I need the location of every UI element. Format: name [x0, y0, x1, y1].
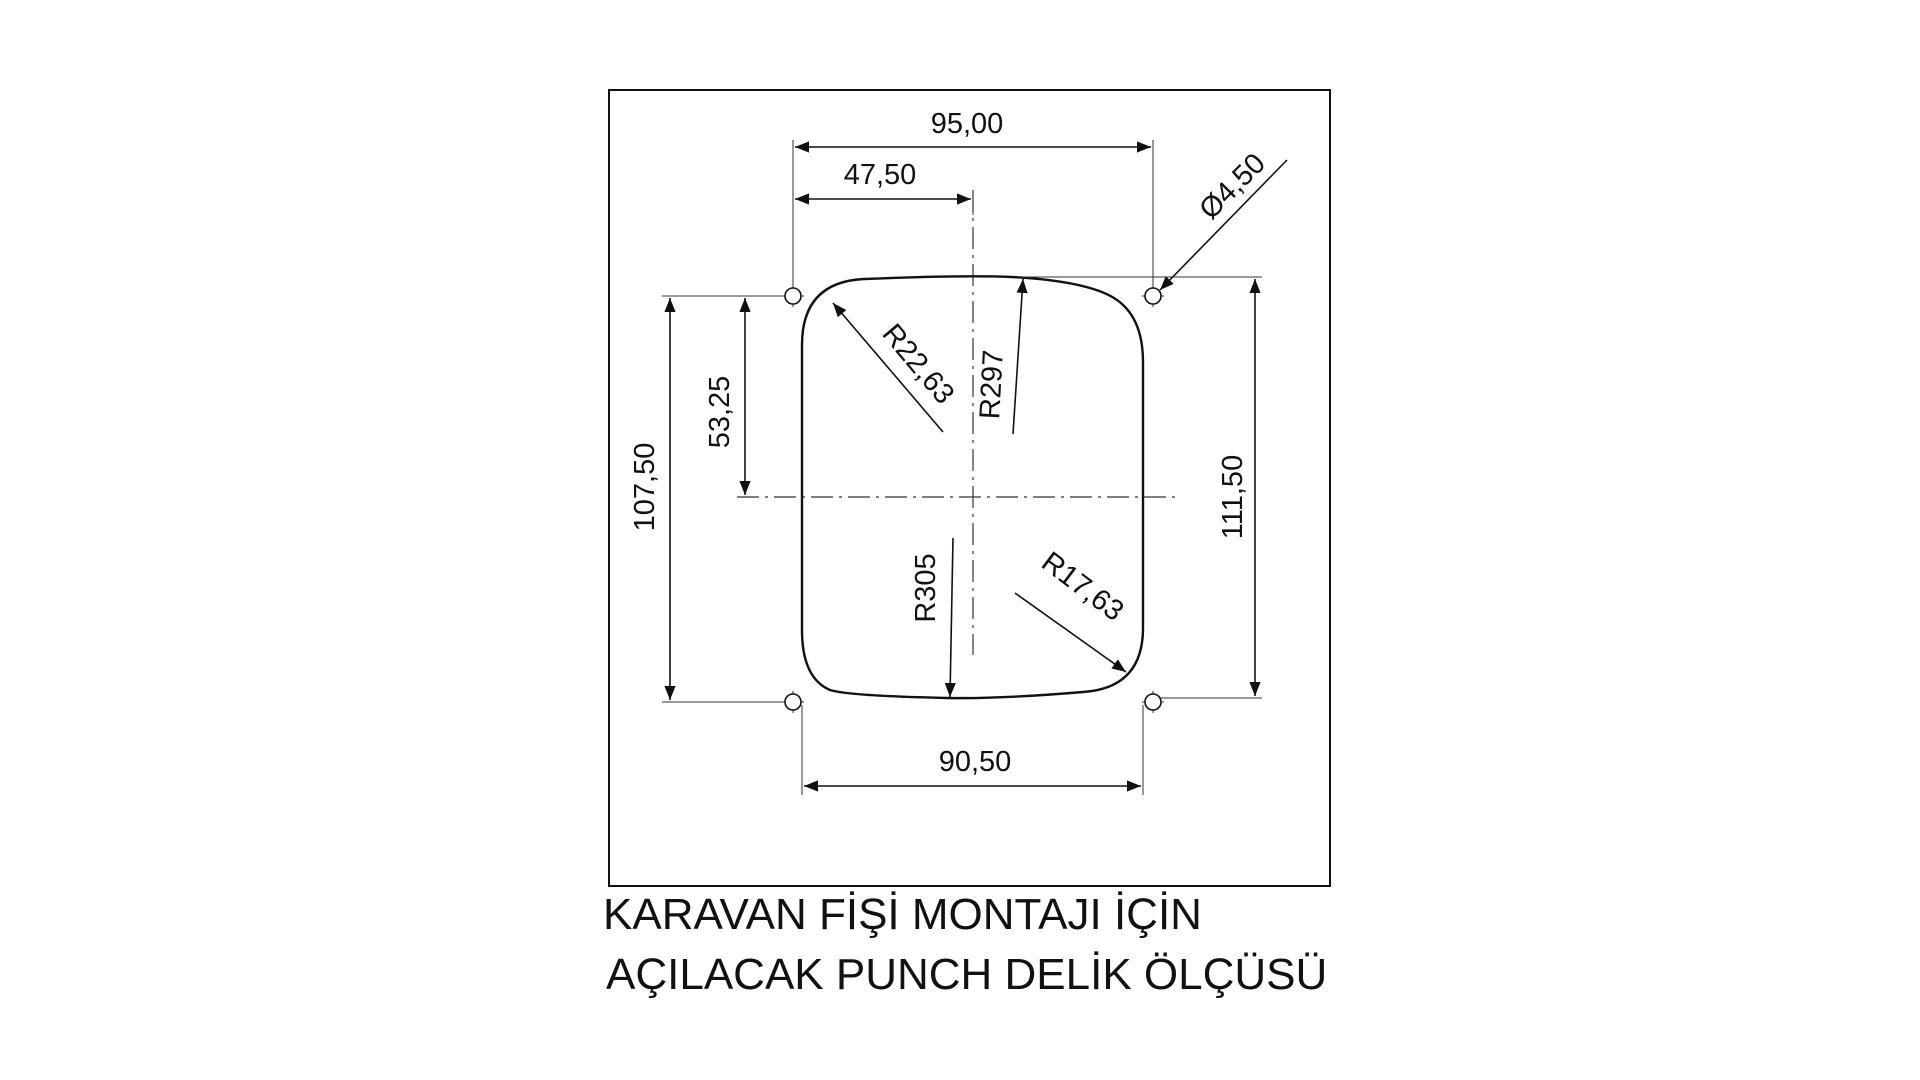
mounting-hole-top-right [1142, 285, 1164, 307]
dimension-label-width-half: 47,50 [844, 159, 917, 191]
leader-line-radius-bottom-right [1014, 592, 1127, 673]
leader-line-radius-bottom [944, 537, 956, 698]
leader-line-hole-diameter [1159, 159, 1288, 291]
drawing-frame [608, 89, 1331, 887]
mounting-hole-bottom-left [782, 691, 804, 713]
mounting-hole-bottom-right [1142, 691, 1164, 713]
dimension-label-radius-top-left: R22,63 [876, 318, 961, 410]
dimension-label-width-bottom: 90,50 [939, 746, 1012, 778]
dimension-label-radius-bottom-right: R17,63 [1035, 546, 1129, 628]
dimension-label-radius-bottom: R305 [910, 553, 942, 622]
caption-line-1: KARAVAN FİŞİ MONTAJI İÇİN [603, 890, 1202, 939]
leader-line-radius-top-left [832, 302, 944, 433]
dimension-label-width-total: 95,00 [931, 108, 1004, 140]
dimension-label-radius-top: R297 [974, 349, 1010, 420]
dimension-label-height-left: 107,50 [629, 443, 661, 532]
caption-line-2: AÇILACAK PUNCH DELİK ÖLÇÜSÜ [606, 950, 1328, 999]
dimension-label-height-right: 111,50 [1217, 455, 1249, 539]
mounting-hole-top-left [782, 285, 804, 307]
leader-line-radius-top [1012, 278, 1028, 435]
cutout-outline [800, 275, 1145, 700]
dimension-label-height-half: 53,25 [704, 376, 736, 449]
